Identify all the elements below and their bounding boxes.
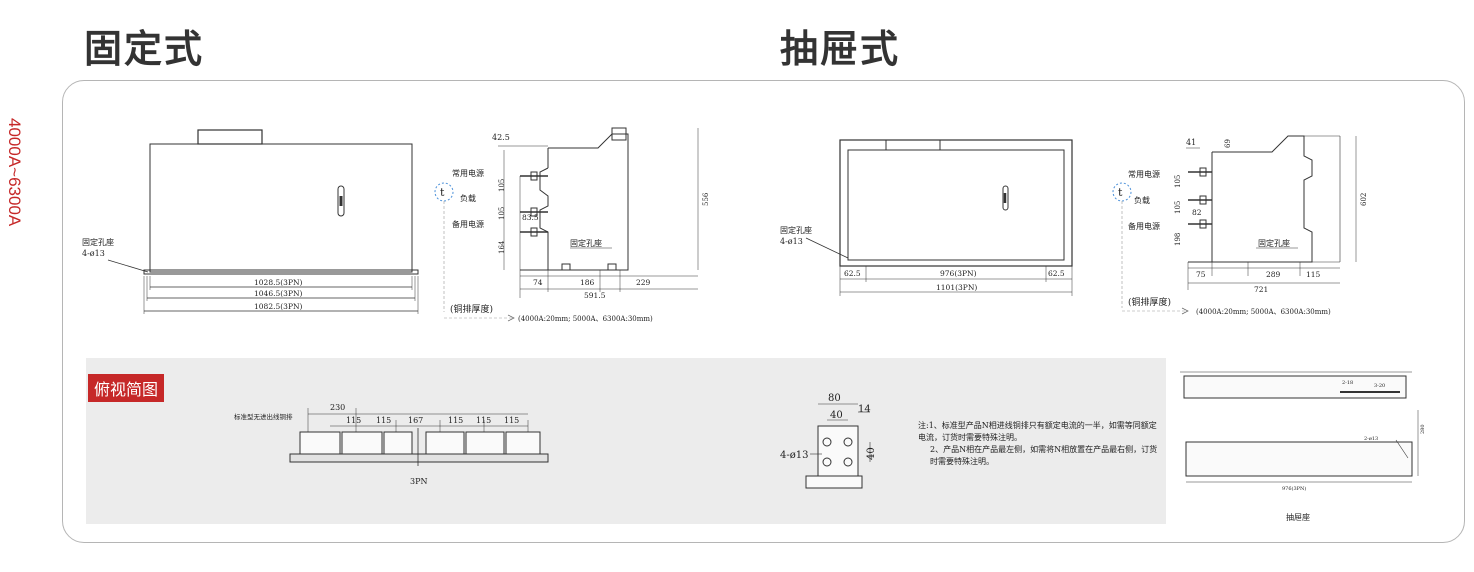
fixed-body xyxy=(149,143,413,273)
fixed-side-fix-seat: 固定孔座 xyxy=(570,238,602,248)
current-range-label: 4000A~6300A xyxy=(0,118,28,318)
drawout-front-d62a: 62.5 xyxy=(844,269,861,278)
top-view-d115e: 115 xyxy=(504,416,519,425)
drawout-side-d602: 602 xyxy=(1360,193,1368,206)
fixed-side-d229: 229 xyxy=(636,278,651,287)
drawout-front-view xyxy=(805,139,1073,296)
drawout-front-d976: 976(3PN) xyxy=(940,269,977,278)
drawer-seat-bottom: 976(3PN) xyxy=(1282,485,1306,492)
current-range-text: 4000A~6300A xyxy=(5,118,24,227)
top-view-d167: 167 xyxy=(408,416,423,425)
fixed-side-d105b: 105 xyxy=(498,207,506,220)
top-view-std-label: 标准型无进出线铜排 xyxy=(234,412,293,421)
fixed-side-d164: 164 xyxy=(498,240,506,254)
fixed-side-t-symbol: t xyxy=(440,186,445,199)
drawer-seat-caption: 抽屉座 xyxy=(1286,512,1310,522)
fixed-side-backup-src: 备用电源 xyxy=(452,219,484,229)
hole-detail-holes: 4-ø13 xyxy=(780,450,809,461)
fixed-side-d74: 74 xyxy=(533,278,543,287)
fixed-side-copper: (铜排厚度) xyxy=(450,303,493,315)
drawout-side-load: 负载 xyxy=(1134,195,1150,205)
hole-detail-d80: 80 xyxy=(828,393,841,404)
hole-detail-drawing xyxy=(805,403,871,489)
drawout-front-d1101: 1101(3PN) xyxy=(936,283,977,292)
drawer-seat-holes: 2-ø13 xyxy=(1364,436,1378,442)
drawout-front-holes: 4-ø13 xyxy=(780,237,803,246)
drawout-side-copper: (铜排厚度) xyxy=(1128,296,1171,308)
hole-detail-d40b: 40 xyxy=(866,447,877,460)
top-view-caption: 3PN xyxy=(410,477,427,486)
drawout-side-backup-src: 备用电源 xyxy=(1128,221,1160,231)
handle xyxy=(197,129,263,145)
drawer-seat-drawing xyxy=(1180,371,1419,483)
top-view-d115d: 115 xyxy=(476,416,491,425)
drawout-side-d82: 82 xyxy=(1192,208,1202,217)
fixed-front-holes: 4-ø13 xyxy=(82,249,105,258)
drawout-front-fix-seat: 固定孔座 xyxy=(780,225,812,235)
fixed-side-d83: 83.5 xyxy=(522,213,539,222)
fixed-base xyxy=(143,269,419,275)
drawer-seat-dim2: 3-20 xyxy=(1374,383,1385,389)
fixed-front-dim3: 1082.5(3PN) xyxy=(254,302,303,311)
top-view-d115a: 115 xyxy=(346,416,361,425)
drawout-side-d721: 721 xyxy=(1254,285,1268,294)
drawout-side-d41: 41 xyxy=(1186,138,1196,147)
drawout-side-d198: 198 xyxy=(1174,233,1182,246)
drawout-type-heading: 抽屉式 xyxy=(780,27,901,71)
drawout-front-d62b: 62.5 xyxy=(1048,269,1065,278)
fixed-front-dim2: 1046.5(3PN) xyxy=(254,289,303,298)
fixed-side-view xyxy=(434,127,699,322)
top-view-tag: 俯视简图 xyxy=(88,374,165,402)
drawout-side-view xyxy=(1112,135,1357,315)
drawer-seat-side: 280 xyxy=(1420,424,1426,434)
top-view-drawing xyxy=(289,408,549,466)
drawout-side-normal-src: 常用电源 xyxy=(1128,169,1160,179)
fixed-side-d-top: 42.5 xyxy=(492,133,510,142)
drawout-side-d115: 115 xyxy=(1306,270,1321,279)
fixed-side-copper-note: (4000A:20mm; 5000A、6300A:30mm) xyxy=(518,315,653,323)
fixed-front-fix-seat: 固定孔座 xyxy=(82,237,114,247)
fixed-side-normal-src: 常用电源 xyxy=(452,168,484,178)
drawout-side-fix-seat: 固定孔座 xyxy=(1258,238,1290,248)
fixed-side-d105a: 105 xyxy=(498,179,506,192)
top-view-panel xyxy=(86,358,1166,524)
fixed-side-d591: 591.5 xyxy=(584,291,606,300)
drawout-side-t-symbol: t xyxy=(1118,186,1123,199)
note-line-1: 注:1、标准型产品N相进线铜排只有额定电流的一半，如需等同额定电流，订货时需要特… xyxy=(918,421,1157,442)
fixed-front-view xyxy=(107,129,419,314)
note-line-2: 2、产品N相在产品最左侧，如需将N相放置在产品最右侧，订货时需要特殊注明。 xyxy=(930,445,1158,466)
top-view-d230: 230 xyxy=(330,403,345,412)
fixed-operation-slot xyxy=(337,185,345,217)
fixed-front-dim1: 1028.5(3PN) xyxy=(254,278,303,287)
fixed-side-load: 负载 xyxy=(460,193,476,203)
fixed-type-heading: 固定式 xyxy=(84,27,205,71)
fixed-side-d186: 186 xyxy=(580,278,595,287)
drawing-frame xyxy=(62,80,1465,543)
notes-block: 注:1、标准型产品N相进线铜排只有额定电流的一半，如需等同额定电流，订货时需要特… xyxy=(918,420,1158,468)
hole-detail-d40a: 40 xyxy=(830,410,843,421)
drawout-side-d75: 75 xyxy=(1196,270,1206,279)
drawer-seat-dim1: 2-18 xyxy=(1342,380,1353,386)
top-view-d115b: 115 xyxy=(376,416,391,425)
drawout-side-d105b: 105 xyxy=(1174,201,1182,214)
hole-detail-d14: 14 xyxy=(858,404,871,415)
drawout-side-d105a: 105 xyxy=(1174,175,1182,188)
fixed-side-d556: 556 xyxy=(702,192,710,206)
drawout-side-copper-note: (4000A:20mm; 5000A、6300A:30mm) xyxy=(1196,308,1331,316)
drawout-side-d69: 69 xyxy=(1224,139,1232,148)
top-view-d115c: 115 xyxy=(448,416,463,425)
drawout-side-d289: 289 xyxy=(1266,270,1281,279)
